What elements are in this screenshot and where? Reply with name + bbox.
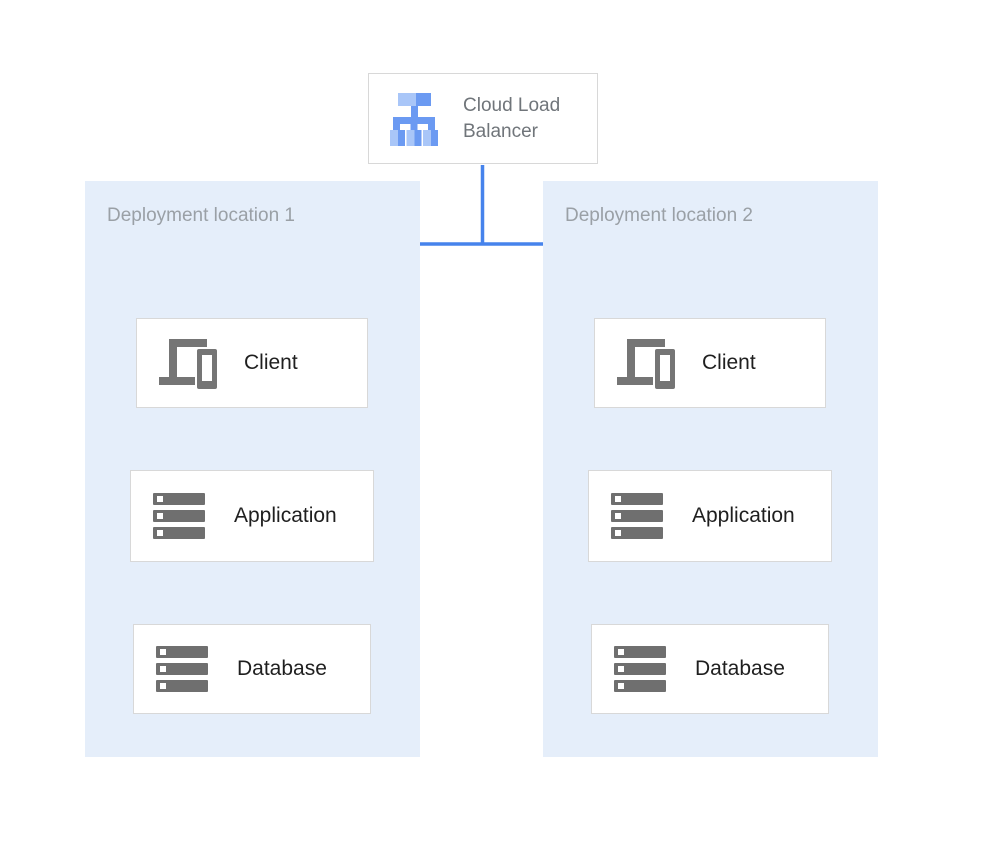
zone-2-client-node: Client: [594, 318, 826, 408]
client-devices-icon: [617, 339, 675, 389]
zone-2-application-node: Application: [588, 470, 832, 562]
client-label: Client: [702, 351, 756, 374]
zone-2-database-node: Database: [591, 624, 829, 714]
deployment-zone-1: Deployment location 1 Client: [85, 181, 420, 757]
server-stack-icon: [611, 493, 663, 539]
server-stack-icon: [156, 646, 208, 692]
load-balancer-icon: [390, 93, 438, 146]
database-label: Database: [237, 657, 327, 680]
zone-1-client-node: Client: [136, 318, 368, 408]
cloud-load-balancer-node: Cloud Load Balancer: [368, 73, 598, 164]
application-label: Application: [692, 504, 795, 527]
application-label: Application: [234, 504, 337, 527]
client-devices-icon: [159, 339, 217, 389]
server-stack-icon: [614, 646, 666, 692]
zone-1-label: Deployment location 1: [107, 205, 295, 226]
load-balancer-label: Cloud Load Balancer: [463, 95, 561, 142]
deployment-zone-2: Deployment location 2 Client: [543, 181, 878, 757]
zone-1-database-node: Database: [133, 624, 371, 714]
zone-1-application-node: Application: [130, 470, 374, 562]
server-stack-icon: [153, 493, 205, 539]
client-label: Client: [244, 351, 298, 374]
zone-2-label: Deployment location 2: [565, 205, 753, 226]
database-label: Database: [695, 657, 785, 680]
